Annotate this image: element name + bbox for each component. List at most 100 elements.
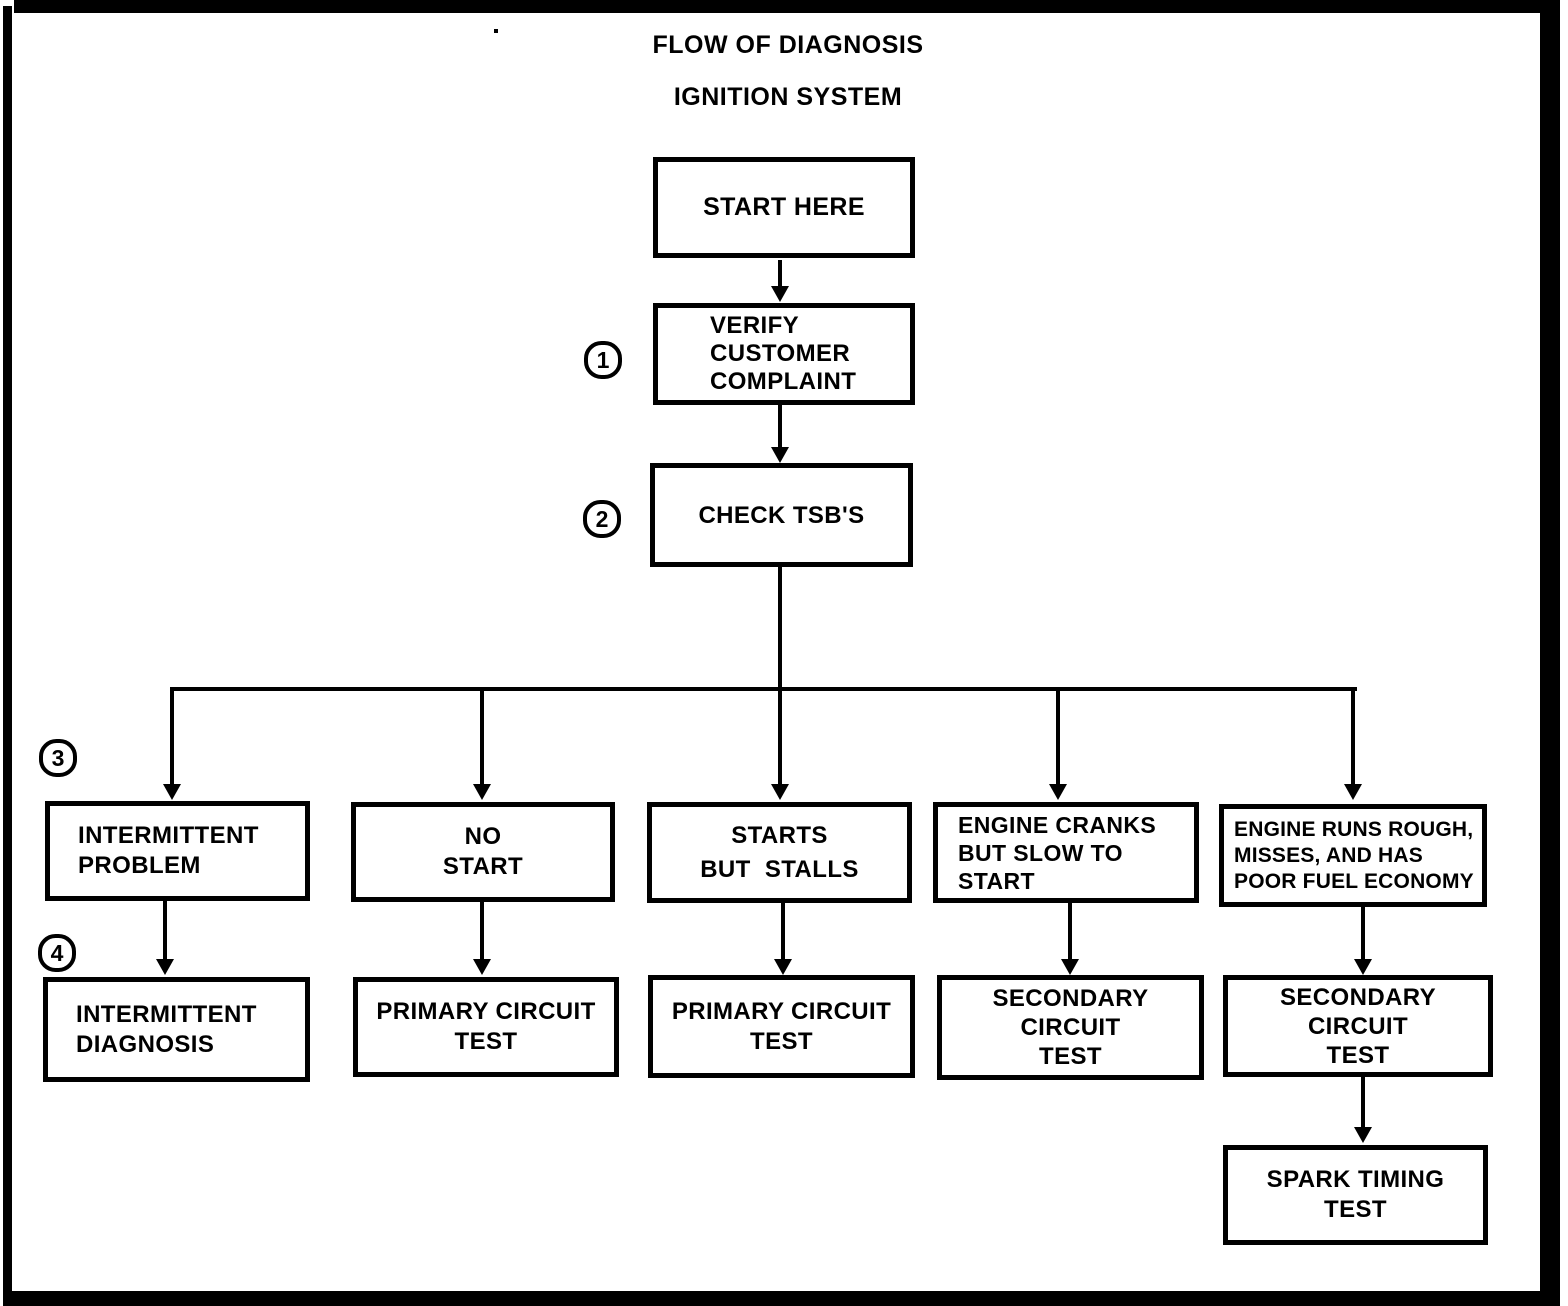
arrow-head-icon — [473, 784, 491, 800]
node-label-line: SECONDARY — [992, 985, 1149, 1012]
scan-speck — [494, 29, 498, 33]
arrow-action5-to-spark-timing — [1354, 1076, 1372, 1143]
arrow-shaft — [480, 688, 484, 786]
symptom-no-start: NO START — [351, 802, 615, 902]
frame-right — [1540, 0, 1560, 1306]
node-label-line: INTERMITTENT — [76, 1000, 257, 1028]
arrow-head-icon — [771, 784, 789, 800]
node-label-line: BUT SLOW TO — [958, 839, 1123, 866]
action-secondary-circuit-test-2: SECONDARY CIRCUIT TEST — [1223, 975, 1493, 1077]
branch-arrow-2 — [473, 688, 491, 800]
arrow-head-icon — [1354, 1127, 1372, 1143]
branch-arrow-5 — [1344, 688, 1362, 800]
arrow-shaft — [1056, 688, 1060, 786]
branch-arrow-4 — [1049, 688, 1067, 800]
step-badge-1: 1 — [584, 341, 622, 379]
node-label: START HERE — [703, 193, 865, 221]
node-label-line: CIRCUIT — [1020, 1014, 1121, 1041]
node-label-line: ENGINE CRANKS — [958, 811, 1157, 838]
node-label-line: CIRCUIT — [1307, 1012, 1409, 1040]
node-label-line: BUT STALLS — [700, 855, 859, 883]
node-label-line: TEST — [1039, 1043, 1102, 1070]
arrow-shaft — [1068, 903, 1072, 961]
branch-arrow-3 — [771, 688, 789, 800]
node-label-line: POOR FUEL ECONOMY — [1234, 869, 1474, 893]
arrow-shaft — [778, 260, 782, 288]
node-label-line: INTERMITTENT — [78, 822, 259, 849]
node-label-line: ENGINE RUNS ROUGH, — [1234, 817, 1474, 841]
branch-arrow-1 — [163, 688, 181, 800]
action-primary-circuit-test-1: PRIMARY CIRCUIT TEST — [353, 977, 619, 1077]
node-label-line: PRIMARY CIRCUIT — [671, 997, 892, 1025]
arrow-symptom1-to-action1 — [156, 901, 174, 975]
node-label-line: SECONDARY — [1279, 983, 1437, 1011]
step-badge-2: 2 — [583, 500, 621, 538]
node-start-here: START HERE — [653, 157, 915, 258]
arrow-shaft — [1361, 907, 1365, 961]
symptom-starts-but-stalls: STARTS BUT STALLS — [647, 802, 912, 903]
node-check-tsbs: CHECK TSB'S — [650, 463, 913, 567]
arrow-head-icon — [774, 959, 792, 975]
connector-branch-line — [170, 687, 1357, 691]
node-label-line: TEST — [454, 1028, 518, 1055]
node-label-line: START — [958, 867, 1035, 894]
arrow-verify-to-tsb — [771, 405, 789, 463]
arrow-head-icon — [771, 286, 789, 302]
node-label-line: MISSES, AND HAS — [1234, 843, 1423, 867]
arrow-shaft — [480, 902, 484, 961]
step-badge-3: 3 — [39, 739, 77, 777]
node-label-line: COMPLAINT — [710, 368, 857, 395]
step-badge-4: 4 — [38, 934, 76, 972]
step-badge-number: 1 — [596, 346, 610, 373]
step-badge-number: 4 — [50, 939, 64, 966]
node-label-line: TEST — [1324, 1196, 1387, 1223]
arrow-shaft — [781, 903, 785, 961]
arrow-head-icon — [163, 784, 181, 800]
arrow-head-icon — [1049, 784, 1067, 800]
node-label-line: TEST — [1326, 1041, 1390, 1069]
node-label-line: CUSTOMER — [710, 340, 851, 367]
step-badge-number: 3 — [51, 744, 65, 771]
step-badge-number: 2 — [595, 505, 609, 532]
action-intermittent-diagnosis: INTERMITTENT DIAGNOSIS — [43, 977, 310, 1082]
node-spark-timing-test: SPARK TIMING TEST — [1223, 1145, 1488, 1245]
arrow-shaft — [778, 688, 782, 786]
arrow-shaft — [778, 405, 782, 449]
connector-tsb-stem — [778, 567, 782, 689]
node-label-line: PROBLEM — [78, 852, 201, 879]
frame-top — [14, 0, 1560, 13]
node-label: CHECK TSB'S — [698, 501, 865, 529]
action-primary-circuit-test-2: PRIMARY CIRCUIT TEST — [648, 975, 915, 1078]
diagram-subtitle: IGNITION SYSTEM — [673, 83, 903, 111]
action-secondary-circuit-test-1: SECONDARY CIRCUIT TEST — [937, 975, 1204, 1080]
arrow-head-icon — [1061, 959, 1079, 975]
arrow-symptom4-to-action4 — [1061, 903, 1079, 975]
symptom-engine-runs-rough: ENGINE RUNS ROUGH, MISSES, AND HAS POOR … — [1219, 804, 1487, 907]
arrow-head-icon — [1344, 784, 1362, 800]
node-label-line: SPARK TIMING — [1266, 1166, 1445, 1193]
symptom-intermittent-problem: INTERMITTENT PROBLEM — [45, 801, 310, 901]
arrow-symptom5-to-action5 — [1354, 907, 1372, 975]
frame-bottom — [3, 1291, 1560, 1306]
arrow-symptom3-to-action3 — [774, 903, 792, 975]
arrow-shaft — [1351, 688, 1355, 786]
node-verify-customer-complaint: VERIFY CUSTOMER COMPLAINT — [653, 303, 915, 405]
frame-left — [3, 6, 12, 1306]
arrow-start-to-verify — [771, 260, 789, 302]
arrow-head-icon — [771, 447, 789, 463]
node-label-line: STARTS — [731, 821, 828, 849]
symptom-engine-cranks-slow-start: ENGINE CRANKS BUT SLOW TO START — [933, 802, 1199, 903]
arrow-shaft — [163, 901, 167, 961]
arrow-head-icon — [156, 959, 174, 975]
arrow-head-icon — [473, 959, 491, 975]
node-label-line: PRIMARY CIRCUIT — [376, 998, 596, 1025]
node-label-line: TEST — [750, 1027, 813, 1055]
diagram-title: FLOW OF DIAGNOSIS — [652, 31, 924, 59]
arrow-symptom2-to-action2 — [473, 902, 491, 975]
node-label-line: START — [442, 853, 524, 880]
node-label-line: NO — [464, 823, 502, 850]
arrow-shaft — [170, 688, 174, 786]
arrow-shaft — [1361, 1076, 1365, 1129]
node-label-line: VERIFY — [710, 312, 800, 339]
